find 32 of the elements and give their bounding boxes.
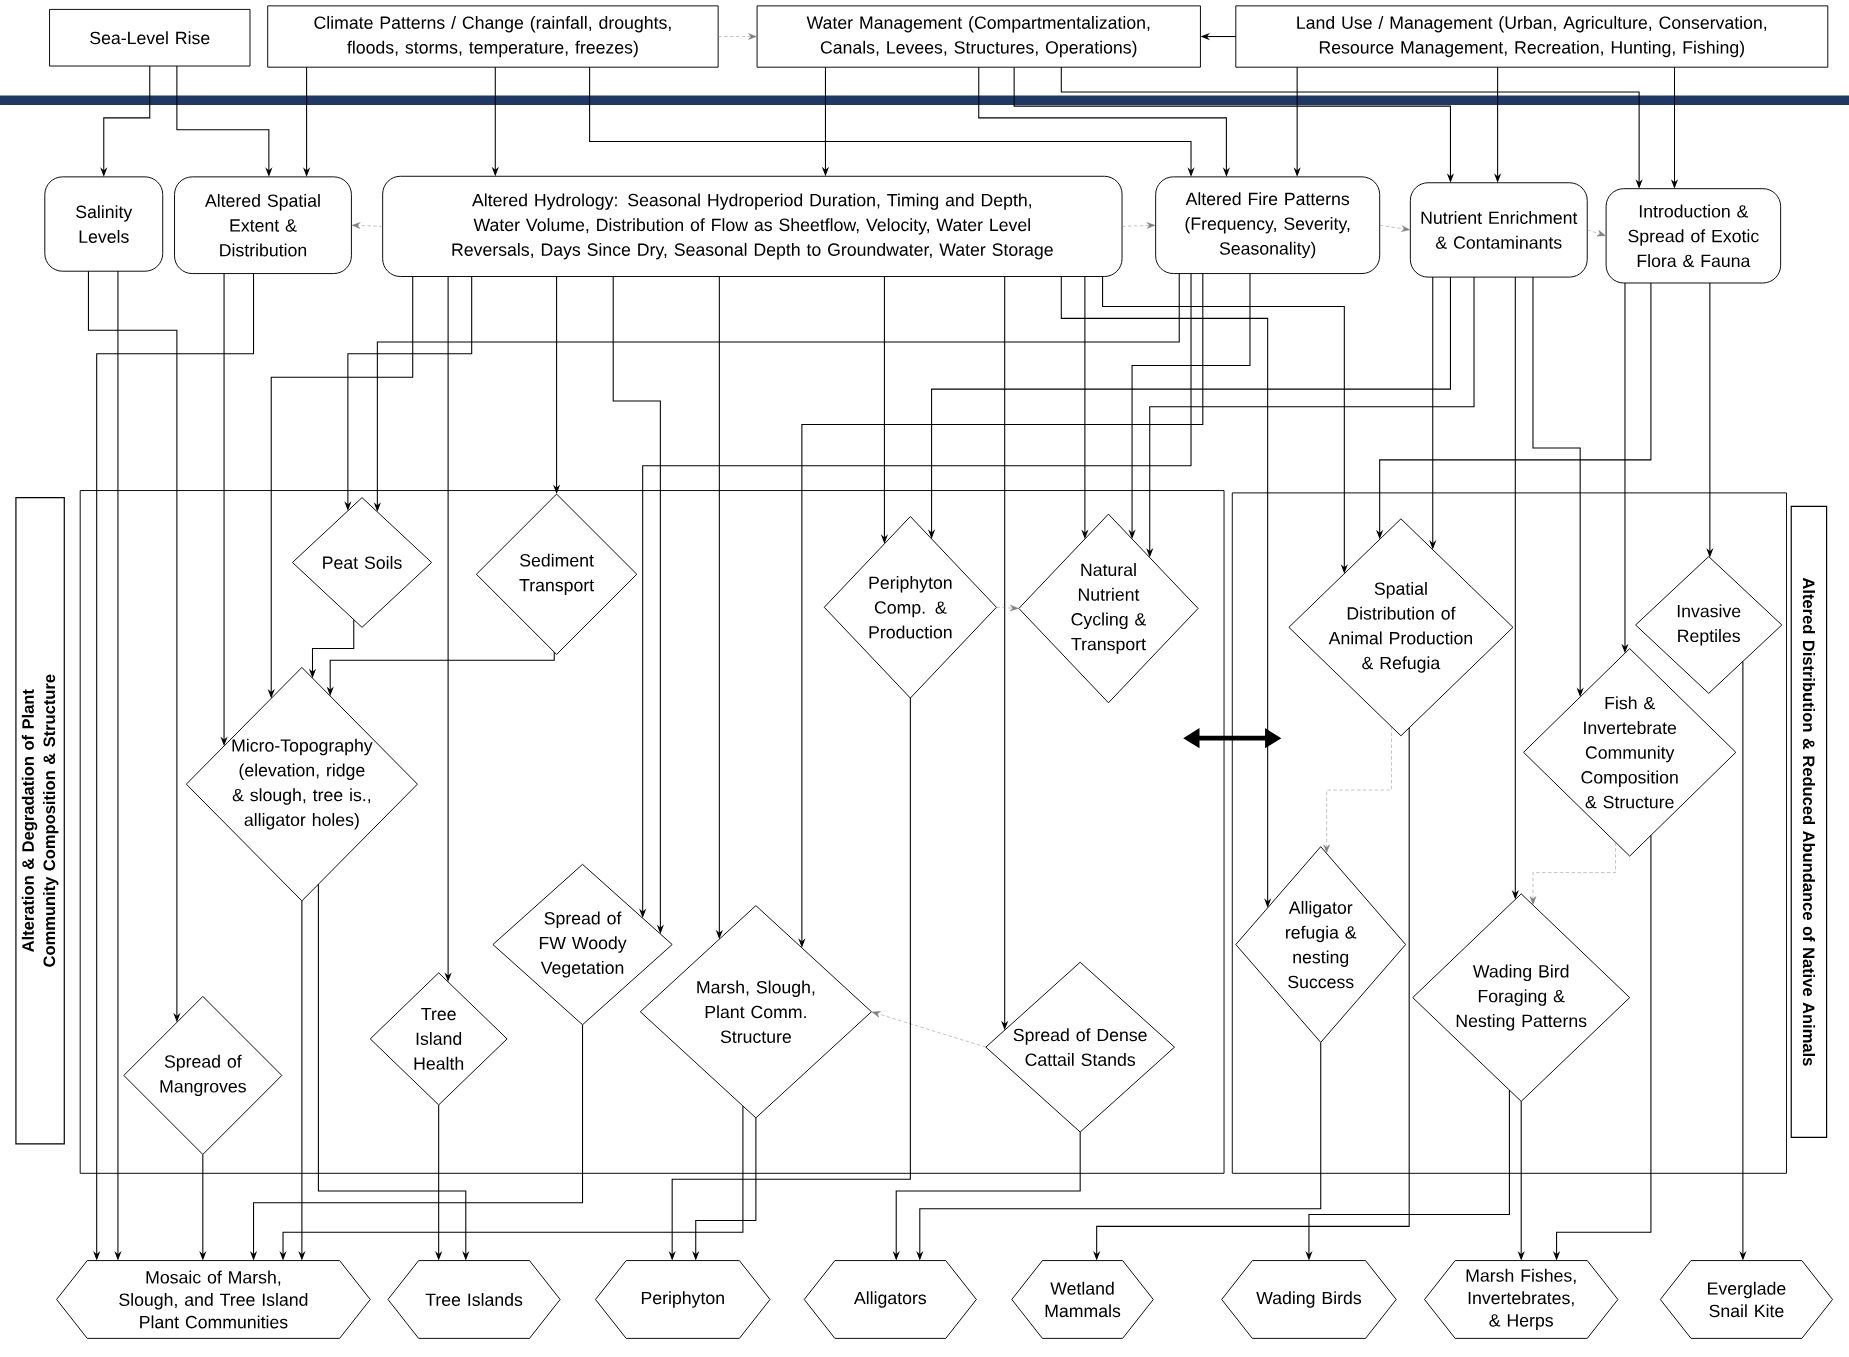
group-frame (1231, 492, 1787, 1174)
driver-box: Climate Patterns / Change (rainfall, droughts, floods, storms, temperature, freezes) (267, 5, 719, 68)
attribute-hexagon: Wetland Mammals (1011, 1259, 1154, 1339)
group-frame (79, 489, 1225, 1174)
stressor-box: Altered Fire Patterns (Frequency, Severity, Seasonality) (1155, 176, 1381, 274)
driver-box: Water Management (Compartmentalization, Canals, Levees, Structures, Operations) (756, 5, 1201, 68)
attribute-hexagon: Alligators (803, 1259, 977, 1339)
stressor-box: Altered Hydrology: Seasonal Hydroperiod Duration, Timing and Depth, Water Volume, Distribution of Flow as Sheetflow, Velocity, Water Level Reversals, Days Since Dry, Seasonal Depth to Groundwater, Water Storage (382, 175, 1123, 277)
attribute-hexagon: Tree Islands (387, 1259, 561, 1339)
arrow (717, 33, 757, 40)
arrow (351, 222, 383, 229)
group-label-box: Altered Distribution & Reduced Abundance of Native Animals (1790, 505, 1828, 1138)
arrow (1323, 726, 1392, 853)
attribute-hexagon: Periphyton (595, 1259, 771, 1339)
stressor-box: Altered Spatial Extent & Distribution (174, 176, 352, 274)
driver-box: Land Use / Management (Urban, Agriculture, Conservation, Resource Management, Recreation, Hunting, Fishing) (1235, 5, 1829, 68)
attribute-hexagon: Everglade Snail Kite (1659, 1259, 1833, 1339)
arrow (996, 604, 1019, 612)
arrow (1587, 229, 1606, 237)
arrow (1379, 224, 1410, 232)
group-label-box: Alteration & Degradation of Plant Community Composition & Structure (15, 496, 65, 1145)
attribute-hexagon: Marsh Fishes, Invertebrates, & Herps (1424, 1259, 1619, 1339)
arrow (871, 1011, 987, 1048)
driver-box: Sea-Level Rise (49, 8, 251, 67)
arrow (1001, 275, 1009, 1030)
attribute-hexagon: Wading Birds (1221, 1259, 1397, 1339)
stressor-box: Salinity Levels (44, 176, 164, 272)
attribute-hexagon: Mosaic of Marsh, Slough, and Tree Island Plant Communities (56, 1259, 371, 1339)
stressor-box: Nutrient Enrichment & Contaminants (1409, 182, 1588, 278)
stressor-box: Introduction & Spread of Exotic Flora & Fauna (1605, 188, 1782, 284)
arrow (1529, 841, 1616, 905)
arrow (1121, 222, 1156, 229)
